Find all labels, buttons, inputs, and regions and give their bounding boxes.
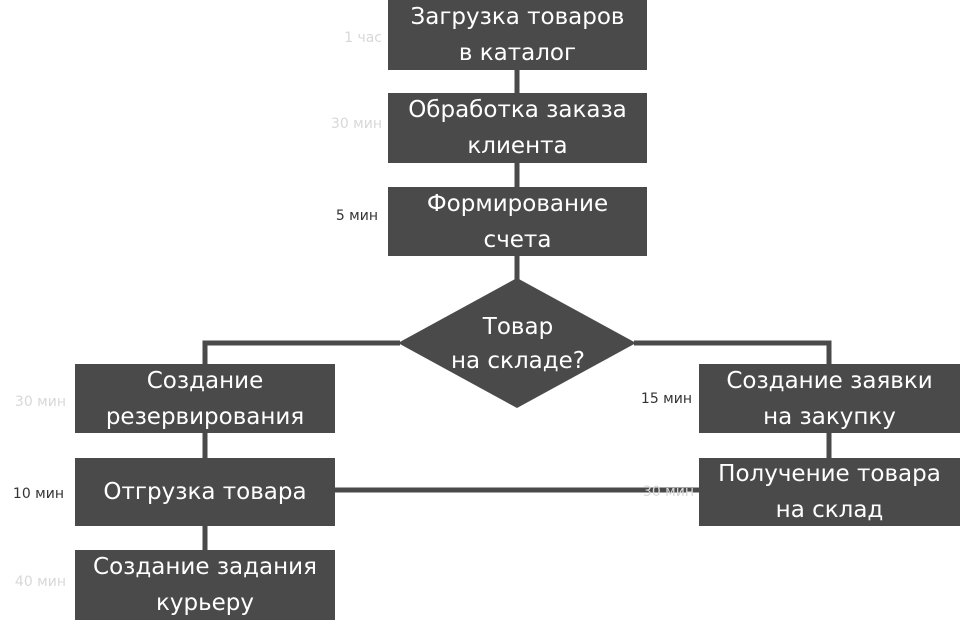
- decision-diamond: [398, 278, 636, 408]
- time-upload: 1 час: [344, 30, 382, 46]
- node-process-order-label: Обработка заказа клиента: [408, 97, 627, 159]
- node-shipment-label: Отгрузка товара: [103, 479, 307, 505]
- node-purchase-request: Создание заявки на закупку: [699, 364, 960, 433]
- node-upload-catalog-label: Загрузка товаров в каталог: [410, 4, 625, 66]
- connector-decision-left-branch: [202, 340, 400, 365]
- node-reservation-label: Создание резервирования: [105, 367, 305, 430]
- time-courier-task: 40 мин: [14, 574, 66, 590]
- node-courier-task-label: Создание задания курьеру: [93, 554, 317, 616]
- node-invoice-label: Формирование счета: [426, 190, 609, 253]
- node-shipment: Отгрузка товара: [75, 458, 335, 526]
- node-upload-catalog: Загрузка товаров в каталог: [388, 0, 647, 70]
- time-process-order: 30 мин: [330, 116, 382, 132]
- time-invoice: 5 мин: [335, 208, 378, 224]
- time-purchase-request: 15 мин: [640, 391, 692, 407]
- time-shipment: 10 мин: [12, 486, 64, 502]
- connector-decision-right-branch: [634, 340, 832, 365]
- node-receive-goods: Получение товара на склад: [699, 458, 960, 526]
- time-reservation: 30 мин: [14, 394, 66, 410]
- decision-label: Товар на складе?: [450, 314, 586, 374]
- node-courier-task: Создание задания курьеру: [75, 550, 335, 620]
- node-process-order: Обработка заказа клиента: [388, 93, 647, 163]
- node-invoice: Формирование счета: [388, 187, 647, 256]
- node-receive-goods-label: Получение товара на склад: [718, 461, 941, 523]
- node-reservation: Создание резервирования: [75, 364, 335, 433]
- node-purchase-request-label: Создание заявки на закупку: [726, 367, 933, 430]
- time-receive-goods: 30 мин: [642, 484, 694, 500]
